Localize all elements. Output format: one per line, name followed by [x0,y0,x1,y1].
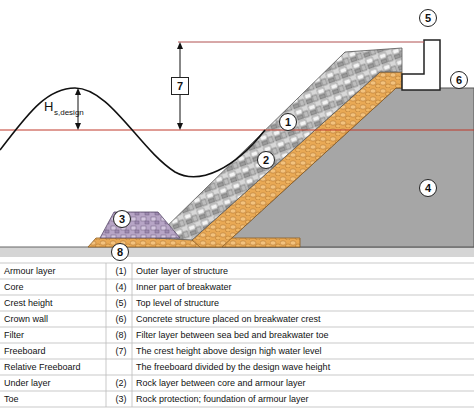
callout-number: 7 [171,77,189,95]
arrowhead [75,123,81,130]
number-cell: (8) [116,331,127,340]
toe [100,212,180,238]
term-cell: Crest height [4,299,53,308]
callout-text: 5 [425,12,431,24]
table-rule [0,375,474,376]
table-grid [0,263,474,407]
table-rule [0,279,474,280]
wave-height-symbol: H [44,100,53,113]
design-wave [0,88,265,177]
callout-number: 8 [111,243,129,261]
term-cell: Armour layer [4,267,56,276]
table-rule [0,391,474,392]
term-cell: Under layer [4,379,51,388]
table-rule [0,263,474,264]
term-cell: Crown wall [4,315,48,324]
table-rule [0,327,474,328]
table-rule [132,263,133,407]
arrowhead [177,123,183,130]
callout-text: 6 [456,74,462,86]
description-cell: Top level of structure [136,299,219,308]
callout-text: 4 [425,182,431,194]
number-cell: (3) [116,395,127,404]
callout-text: 3 [119,213,125,225]
table-rule [0,343,474,344]
crest-level-line [178,42,424,43]
term-cell: Core [4,283,24,292]
armour-layer [155,48,402,240]
table-rule [0,359,474,360]
number-cell: (7) [116,347,127,356]
term-cell: Toe [4,395,19,404]
callout-text: 1 [285,116,291,128]
callout-number: 3 [113,210,131,228]
crown-wall [402,40,440,90]
water-level-line [0,130,474,131]
callout-number: 1 [279,113,297,131]
number-cell: (6) [116,315,127,324]
term-cell: Relative Freeboard [4,363,81,372]
number-cell: (1) [116,267,127,276]
callout-text: 8 [117,246,123,258]
number-cell: (4) [116,283,127,292]
table-rule [0,407,474,408]
number-cell: (5) [116,299,127,308]
description-cell: Filter layer between sea bed and breakwa… [136,331,329,340]
table-rule [0,311,474,312]
callout-text: 2 [263,154,269,166]
term-cell: Filter [4,331,24,340]
description-cell: The freeboard divided by the design wave… [136,363,330,372]
description-cell: Rock protection; foundation of armour la… [136,395,309,404]
arrowhead [177,42,183,49]
description-cell: Rock layer between core and armour layer [136,379,306,388]
description-cell: The crest height above design high water… [136,347,322,356]
wave-height-subscript: s,design [54,109,84,117]
arrowhead [75,88,81,95]
table-rule [0,295,474,296]
callout-number: 4 [419,179,437,197]
callout-number: 6 [450,71,468,89]
sea-bed [0,247,474,257]
description-cell: Inner part of breakwater [136,283,232,292]
callout-text: 7 [177,80,183,92]
description-cell: Concrete structure placed on breakwater … [136,315,321,324]
callout-number: 5 [419,9,437,27]
under-layer [192,72,402,247]
table-rule [106,263,107,407]
callout-number: 2 [257,151,275,169]
description-cell: Outer layer of structure [136,267,228,276]
number-cell: (2) [116,379,127,388]
term-cell: Freeboard [4,347,46,356]
